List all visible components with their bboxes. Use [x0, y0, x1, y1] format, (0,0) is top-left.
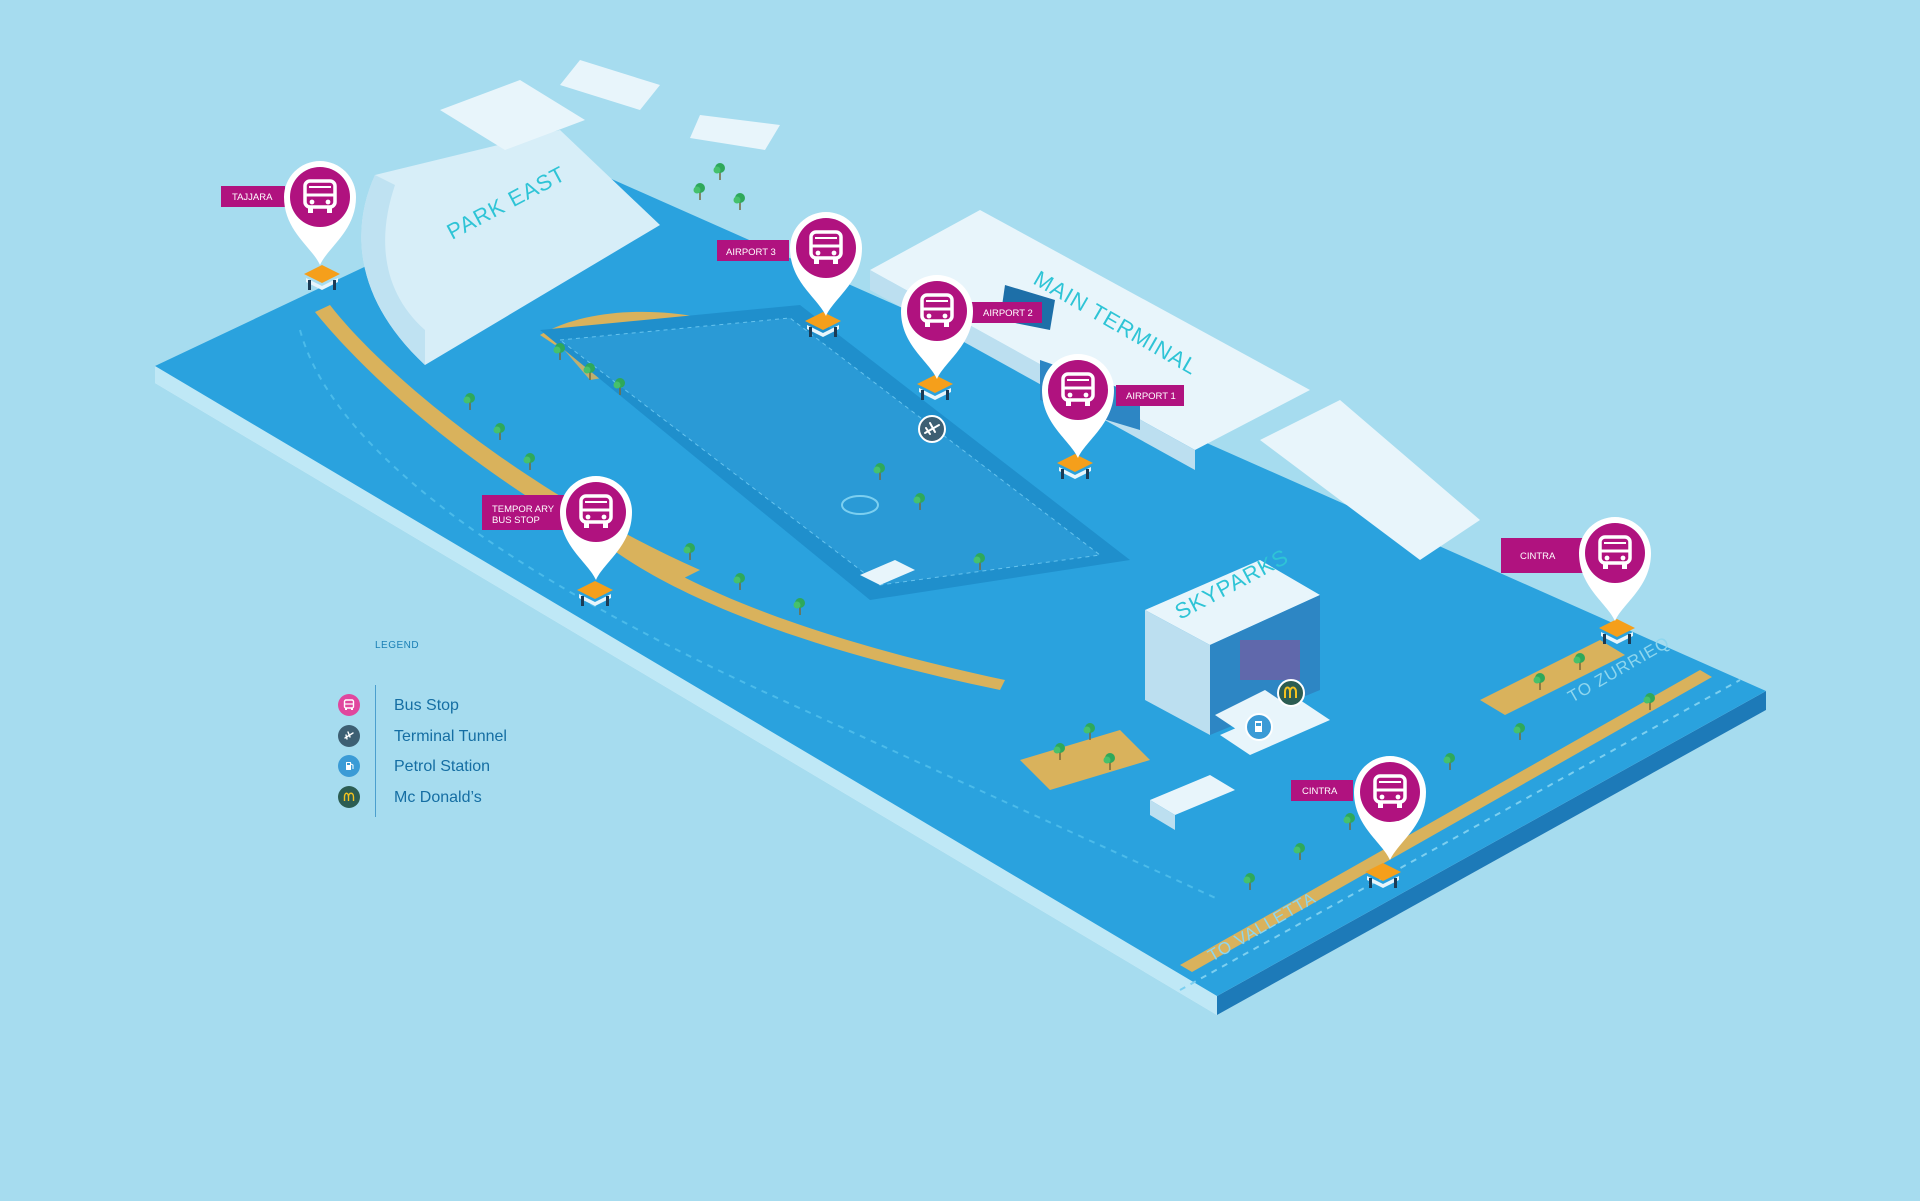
petrol-station-marker[interactable] [1245, 713, 1273, 741]
bus-stop-label: TAJJARA [232, 192, 273, 203]
legend-label: Terminal Tunnel [394, 727, 507, 745]
mcdonalds-marker[interactable] [1277, 679, 1305, 707]
legend-label: Petrol Station [394, 758, 491, 776]
legend-item-petrol-station: Petrol Station [338, 752, 595, 783]
bus-icon [338, 694, 360, 716]
fuel-icon [338, 755, 360, 777]
legend-item-bus-stop: Bus Stop [338, 691, 595, 722]
bus-stop-cintra-south[interactable]: CINTRA [1291, 754, 1428, 888]
legend-list: Bus Stop Terminal Tunnel Petrol Station … [338, 685, 595, 817]
legend-item-mcdonalds: Mc Donald’s [338, 783, 595, 814]
bus-stop-tajjara[interactable]: TAJJARA [221, 159, 358, 290]
bus-stop-airport-2[interactable]: AIRPORT 2 [899, 273, 1042, 400]
bus-stop-label: TEMPOR ARY [492, 504, 555, 515]
bus-stop-airport-3[interactable]: AIRPORT 3 [717, 210, 864, 337]
airplane-icon [338, 724, 360, 747]
bus-stop-label: CINTRA [1520, 551, 1556, 562]
legend: LEGEND Bus Stop Terminal Tunnel Petrol S… [335, 640, 595, 817]
bus-stop-pin-icon [282, 159, 358, 267]
legend-item-terminal-tunnel: Terminal Tunnel [338, 722, 595, 753]
legend-label: Mc Donald’s [394, 788, 482, 806]
park-east-building: PARK EAST [361, 60, 780, 365]
bus-stop-label-line2: BUS STOP [492, 515, 540, 526]
tunnel-marker[interactable] [918, 415, 946, 443]
parking-area [299, 305, 1741, 991]
bus-stop-label: CINTRA [1302, 786, 1338, 797]
bus-stop-label: AIRPORT 1 [1126, 391, 1176, 402]
legend-title: LEGEND [375, 640, 420, 651]
bus-stop-label: AIRPORT 2 [983, 308, 1033, 319]
bus-stop-pin-icon [1577, 515, 1653, 623]
mcdonalds-icon [338, 785, 360, 808]
legend-label: Bus Stop [394, 697, 459, 715]
small-structures [860, 560, 1295, 830]
bus-stop-label: AIRPORT 3 [726, 247, 776, 258]
bus-stop-airport-1[interactable]: AIRPORT 1 [1040, 352, 1184, 479]
bus-stop-temporary[interactable]: TEMPOR ARY BUS STOP [482, 474, 634, 606]
bus-stop-cintra-east[interactable]: CINTRA [1501, 515, 1653, 644]
